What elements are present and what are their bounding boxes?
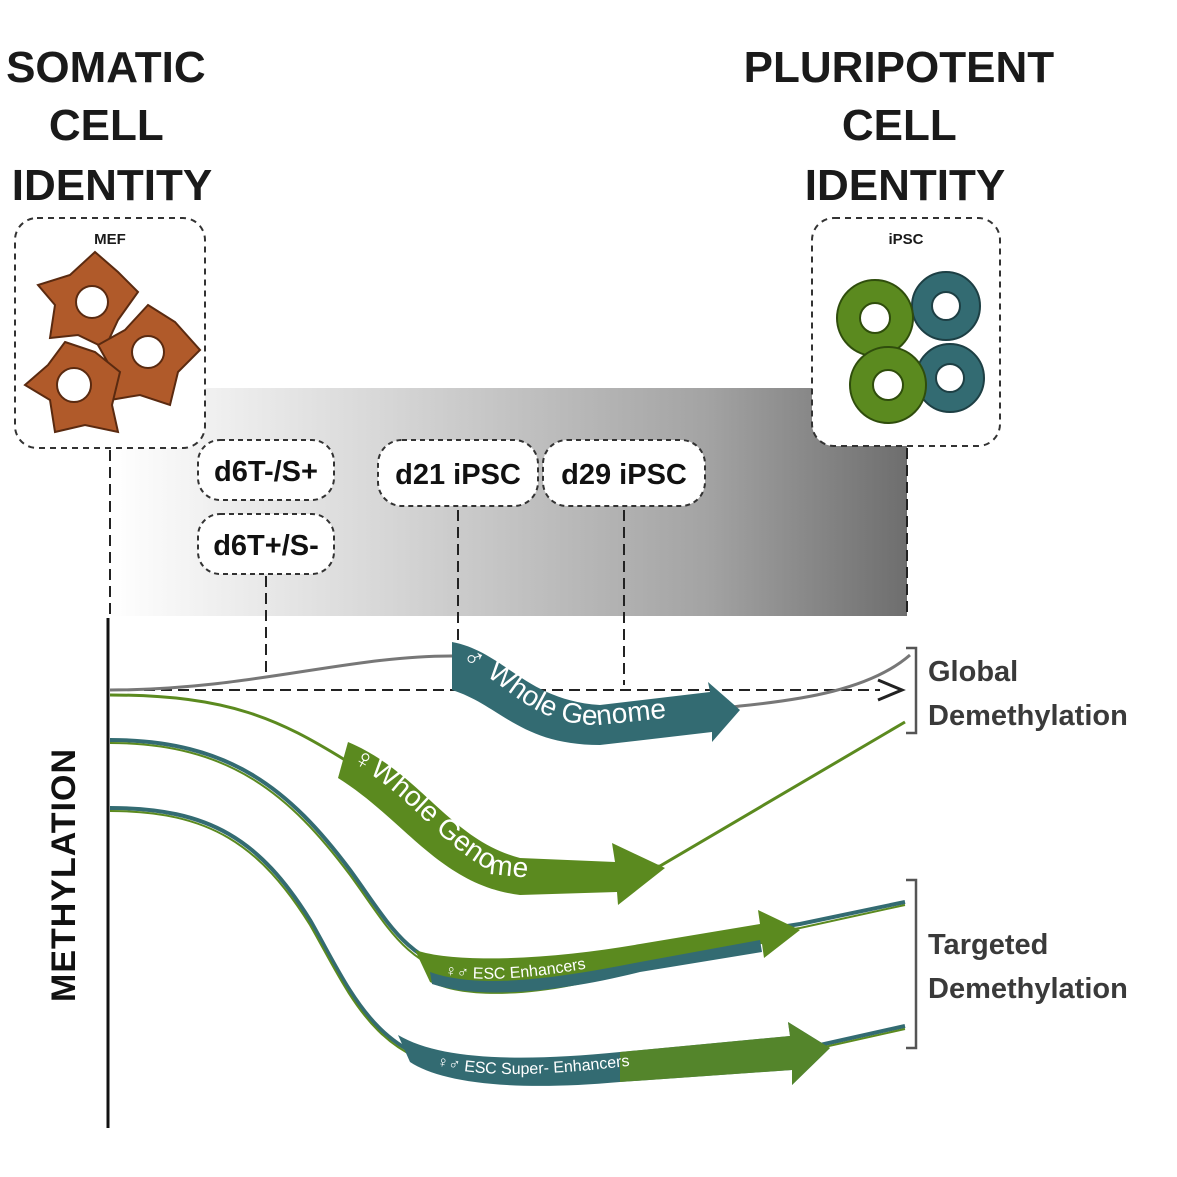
esc-enhancers-band	[415, 910, 800, 994]
ipsc-cells-icon	[836, 271, 985, 424]
somatic-title: SOMATIC CELL IDENTITY	[6, 43, 218, 210]
stage-d6-pos-neg: d6T+/S-	[197, 513, 335, 575]
esc-super-enhancers-band-green	[620, 1022, 830, 1085]
mef-label: MEF	[94, 231, 126, 248]
stage-d29-label: d29 iPSC	[561, 459, 687, 491]
global-bracket	[906, 646, 918, 735]
stage-d29: d29 iPSC	[542, 439, 706, 507]
baseline-arrowhead	[877, 678, 906, 702]
esc-enhancers-band-teal	[430, 940, 762, 993]
female-whole-genome-band	[338, 742, 665, 905]
targeted-demethylation-label: Targeted Demethylation	[928, 929, 1128, 1005]
pluripotent-title: PLURIPOTENT CELL IDENTITY	[744, 43, 1067, 210]
stage-d6-neg-pos-label: d6T-/S+	[214, 456, 318, 488]
methylation-axis-label: METHYLATION	[45, 748, 83, 1002]
stage-d6-pos-neg-label: d6T+/S-	[213, 530, 319, 562]
male-whole-genome-band	[452, 642, 740, 745]
mef-cell-box: MEF	[14, 217, 206, 449]
stage-d6-neg-pos: d6T-/S+	[197, 439, 335, 501]
mef-cells-icon	[23, 250, 202, 434]
targeted-bracket	[906, 878, 918, 1050]
ipsc-label: iPSC	[888, 231, 923, 248]
ipsc-cell-box: iPSC	[811, 217, 1001, 447]
stage-d21-label: d21 iPSC	[395, 459, 521, 491]
global-demethylation-label: Global Demethylation	[928, 656, 1128, 732]
stage-d21: d21 iPSC	[377, 439, 539, 507]
